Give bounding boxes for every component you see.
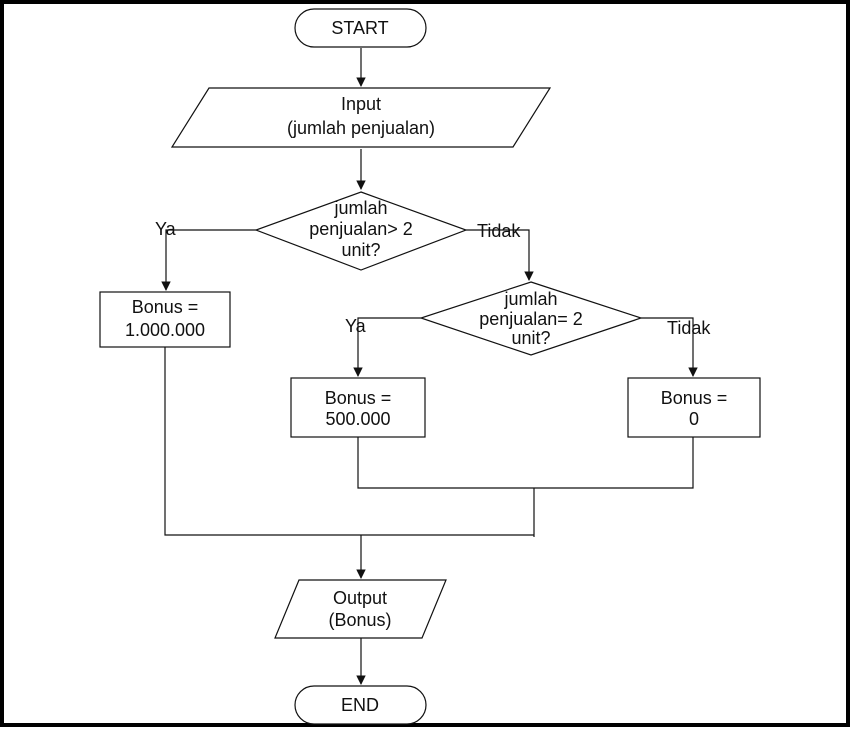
bonus-zero-line-1: Bonus = (661, 388, 728, 408)
start-node: START (294, 8, 427, 48)
bonus-mid-box (290, 377, 426, 438)
decision2-node: jumlah penjualan= 2 unit? (419, 281, 643, 356)
decision2-no-arrow (641, 317, 698, 377)
output-node: Output (Bonus) (274, 579, 447, 639)
decision1-label-line-1: jumlah (333, 198, 387, 218)
decision1-yes-arrow (161, 229, 256, 291)
decision1-no-arrow (466, 229, 534, 281)
decision1-no-label: Tidak (477, 221, 521, 241)
start-label: START (331, 18, 388, 38)
input-label-line-2: (jumlah penjualan) (287, 118, 435, 138)
bottom-merge-small (357, 437, 694, 489)
input-node: Input (jumlah penjualan) (170, 87, 552, 148)
decision1-diamond (254, 191, 468, 271)
decision2-label-line-2: penjualan= 2 (479, 309, 583, 329)
bonus-high-box (99, 291, 231, 348)
end-node: END (294, 685, 427, 725)
decision2-yes-arrow (353, 317, 421, 377)
connectors (161, 48, 698, 685)
decision2-diamond (419, 281, 643, 356)
bonus-zero-node: Bonus = 0 (627, 377, 761, 438)
end-label: END (341, 695, 379, 715)
bonus-mid-line-1: Bonus = (325, 388, 392, 408)
decision1-node: jumlah penjualan> 2 unit? (254, 191, 468, 271)
output-label-line-2: (Bonus) (328, 610, 391, 630)
bonus-high-node: Bonus = 1.000.000 (99, 291, 231, 348)
decision1-label-line-2: penjualan> 2 (309, 219, 413, 239)
input-label-line-1: Input (341, 94, 381, 114)
flowchart-diagram: START Input (jumlah penjualan) jumlah pe… (99, 8, 761, 725)
bonus-mid-line-2: 500.000 (325, 409, 390, 429)
output-parallelogram (274, 579, 447, 639)
decision2-yes-label: Ya (345, 316, 367, 336)
output-label-line-1: Output (333, 588, 387, 608)
left-merge-line (164, 347, 534, 536)
bonus-high-line-1: Bonus = (132, 297, 199, 317)
decision2-label-line-1: jumlah (503, 289, 557, 309)
input-parallelogram (170, 87, 552, 148)
decision1-yes-label: Ya (155, 219, 177, 239)
bonus-zero-box (627, 377, 761, 438)
decision2-no-label: Tidak (667, 318, 711, 338)
start-shape (294, 8, 427, 48)
decision1-label-line-3: unit? (341, 240, 380, 260)
bonus-zero-line-2: 0 (689, 409, 699, 429)
decision2-label-line-3: unit? (511, 328, 550, 348)
end-shape (294, 685, 427, 725)
bonus-mid-node: Bonus = 500.000 (290, 377, 426, 438)
bonus-high-line-2: 1.000.000 (125, 320, 205, 340)
